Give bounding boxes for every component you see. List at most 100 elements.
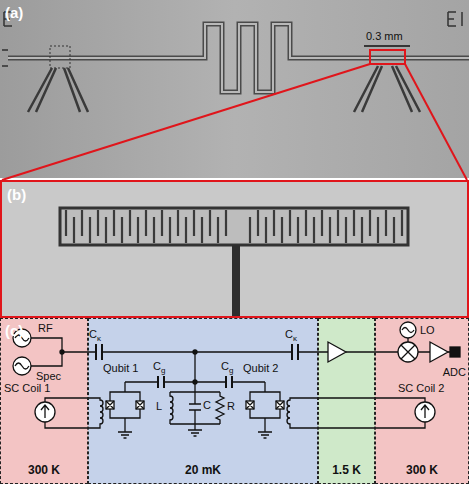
micrograph-a: [50, 46, 70, 68]
micrograph-a: [370, 50, 405, 64]
capacitor-finger: [257, 210, 259, 236]
capacitor-finger: [225, 210, 227, 236]
circuit-schematic: [430, 342, 448, 362]
circuit-schematic: [328, 342, 346, 362]
circuit-schematic: [96, 344, 298, 360]
component-label: Spec: [36, 370, 61, 383]
circuit-schematic: [188, 424, 202, 436]
panel-letter: (c): [5, 322, 23, 339]
temperature-bands: [88, 318, 318, 484]
capacitor-finger: [305, 210, 307, 236]
circuit-schematic: [216, 392, 224, 424]
component-label: L: [156, 400, 162, 413]
capacitor-finger: [353, 210, 355, 236]
component-label: Cg: [221, 360, 233, 373]
circuit-schematic: [31, 338, 62, 366]
micrograph-a: [448, 12, 462, 26]
figure-panel: (b): [0, 180, 469, 318]
figure-panel: (a): [0, 0, 469, 178]
circuit-schematic: [421, 405, 429, 418]
capacitor-finger: [273, 210, 275, 236]
capacitor-finger: [369, 210, 371, 236]
capacitor-finger: [185, 217, 187, 243]
capacitor-finger: [97, 210, 99, 236]
capacitor-finger: [169, 217, 171, 243]
circuit-schematic: [346, 351, 398, 352]
component-label: Cg: [153, 360, 165, 373]
micrograph-a: [2, 50, 8, 66]
circuit-schematic: [400, 322, 416, 338]
circuit-schematic: [398, 342, 418, 362]
temperature-label: 1.5 K: [319, 463, 374, 477]
micrograph-a: [28, 68, 88, 112]
temperature-bands: [0, 318, 88, 484]
capacitor-finger: [289, 210, 291, 236]
circuit-schematic: [189, 392, 201, 424]
capacitor-finger: [65, 210, 67, 236]
circuit-schematic: [193, 380, 197, 384]
capacitor-finger: [345, 217, 347, 243]
capacitor-finger: [313, 217, 315, 243]
circuit-schematic: [158, 376, 232, 388]
capacitor-finger: [137, 217, 139, 243]
component-label: C: [203, 399, 211, 412]
circuit-schematic: [15, 363, 29, 369]
capacitor-finger: [217, 217, 219, 243]
capacitor-finger: [249, 217, 251, 243]
micrograph-b: [60, 208, 408, 245]
micrograph-b: [232, 245, 240, 318]
component-label: Qubit 2: [243, 362, 278, 375]
capacitor-finger: [385, 210, 387, 236]
zoom-line: [2, 64, 370, 180]
capacitor-finger: [161, 210, 163, 236]
circuit-schematic: [13, 357, 31, 375]
component-label: SC Coil 2: [398, 382, 444, 395]
capacitor-finger: [145, 210, 147, 236]
component-label: LO: [420, 324, 435, 337]
capacitor-finger: [281, 217, 283, 243]
capacitor-finger: [193, 210, 195, 236]
temperature-bands: [0, 318, 469, 484]
circuit-schematic: [170, 392, 220, 424]
capacitor-finger: [377, 217, 379, 243]
capacitor-finger: [337, 210, 339, 236]
capacitor-finger: [321, 210, 323, 236]
capacitor-finger: [329, 217, 331, 243]
circuit-schematic: [110, 382, 140, 438]
capacitor-finger: [73, 217, 75, 243]
capacitor-finger: [265, 217, 267, 243]
component-label: Cκ: [89, 328, 101, 341]
micrograph-a: [0, 0, 469, 178]
circuit-schematic: [41, 405, 49, 418]
circuit-schematic: [13, 322, 460, 438]
capacitor-finger: [201, 217, 203, 243]
micrograph-a: [364, 45, 410, 47]
circuit-schematic: [106, 401, 284, 409]
panel-letter: (b): [7, 186, 26, 203]
capacitor-finger: [297, 217, 299, 243]
temperature-bands: [375, 318, 469, 484]
capacitor-finger: [393, 217, 395, 243]
temperature-band: 300 K: [375, 318, 469, 484]
capacitor-finger: [81, 210, 83, 236]
capacitor-finger: [401, 210, 403, 236]
circuit-schematic: [250, 382, 280, 438]
temperature-bands: [318, 318, 375, 484]
circuit-schematic: [106, 401, 284, 409]
circuit-schematic: [287, 398, 425, 428]
micrograph-b: [232, 222, 240, 232]
component-label: 0.3 mm: [366, 30, 403, 43]
capacitor-finger: [129, 210, 131, 236]
capacitor-finger: [89, 217, 91, 243]
capacitor-finger: [105, 217, 107, 243]
circuit-schematic: [402, 328, 414, 333]
component-label: ADC: [443, 366, 466, 379]
micrograph-b: [0, 180, 469, 318]
circuit-schematic: [450, 347, 460, 357]
capacitor-finger: [113, 210, 115, 236]
circuit-schematic: [170, 392, 173, 424]
component-label: SC Coil 1: [4, 382, 50, 395]
circuit-schematic: [35, 402, 55, 422]
micrograph-a: [0, 0, 469, 178]
temperature-band: 300 K: [0, 318, 88, 484]
